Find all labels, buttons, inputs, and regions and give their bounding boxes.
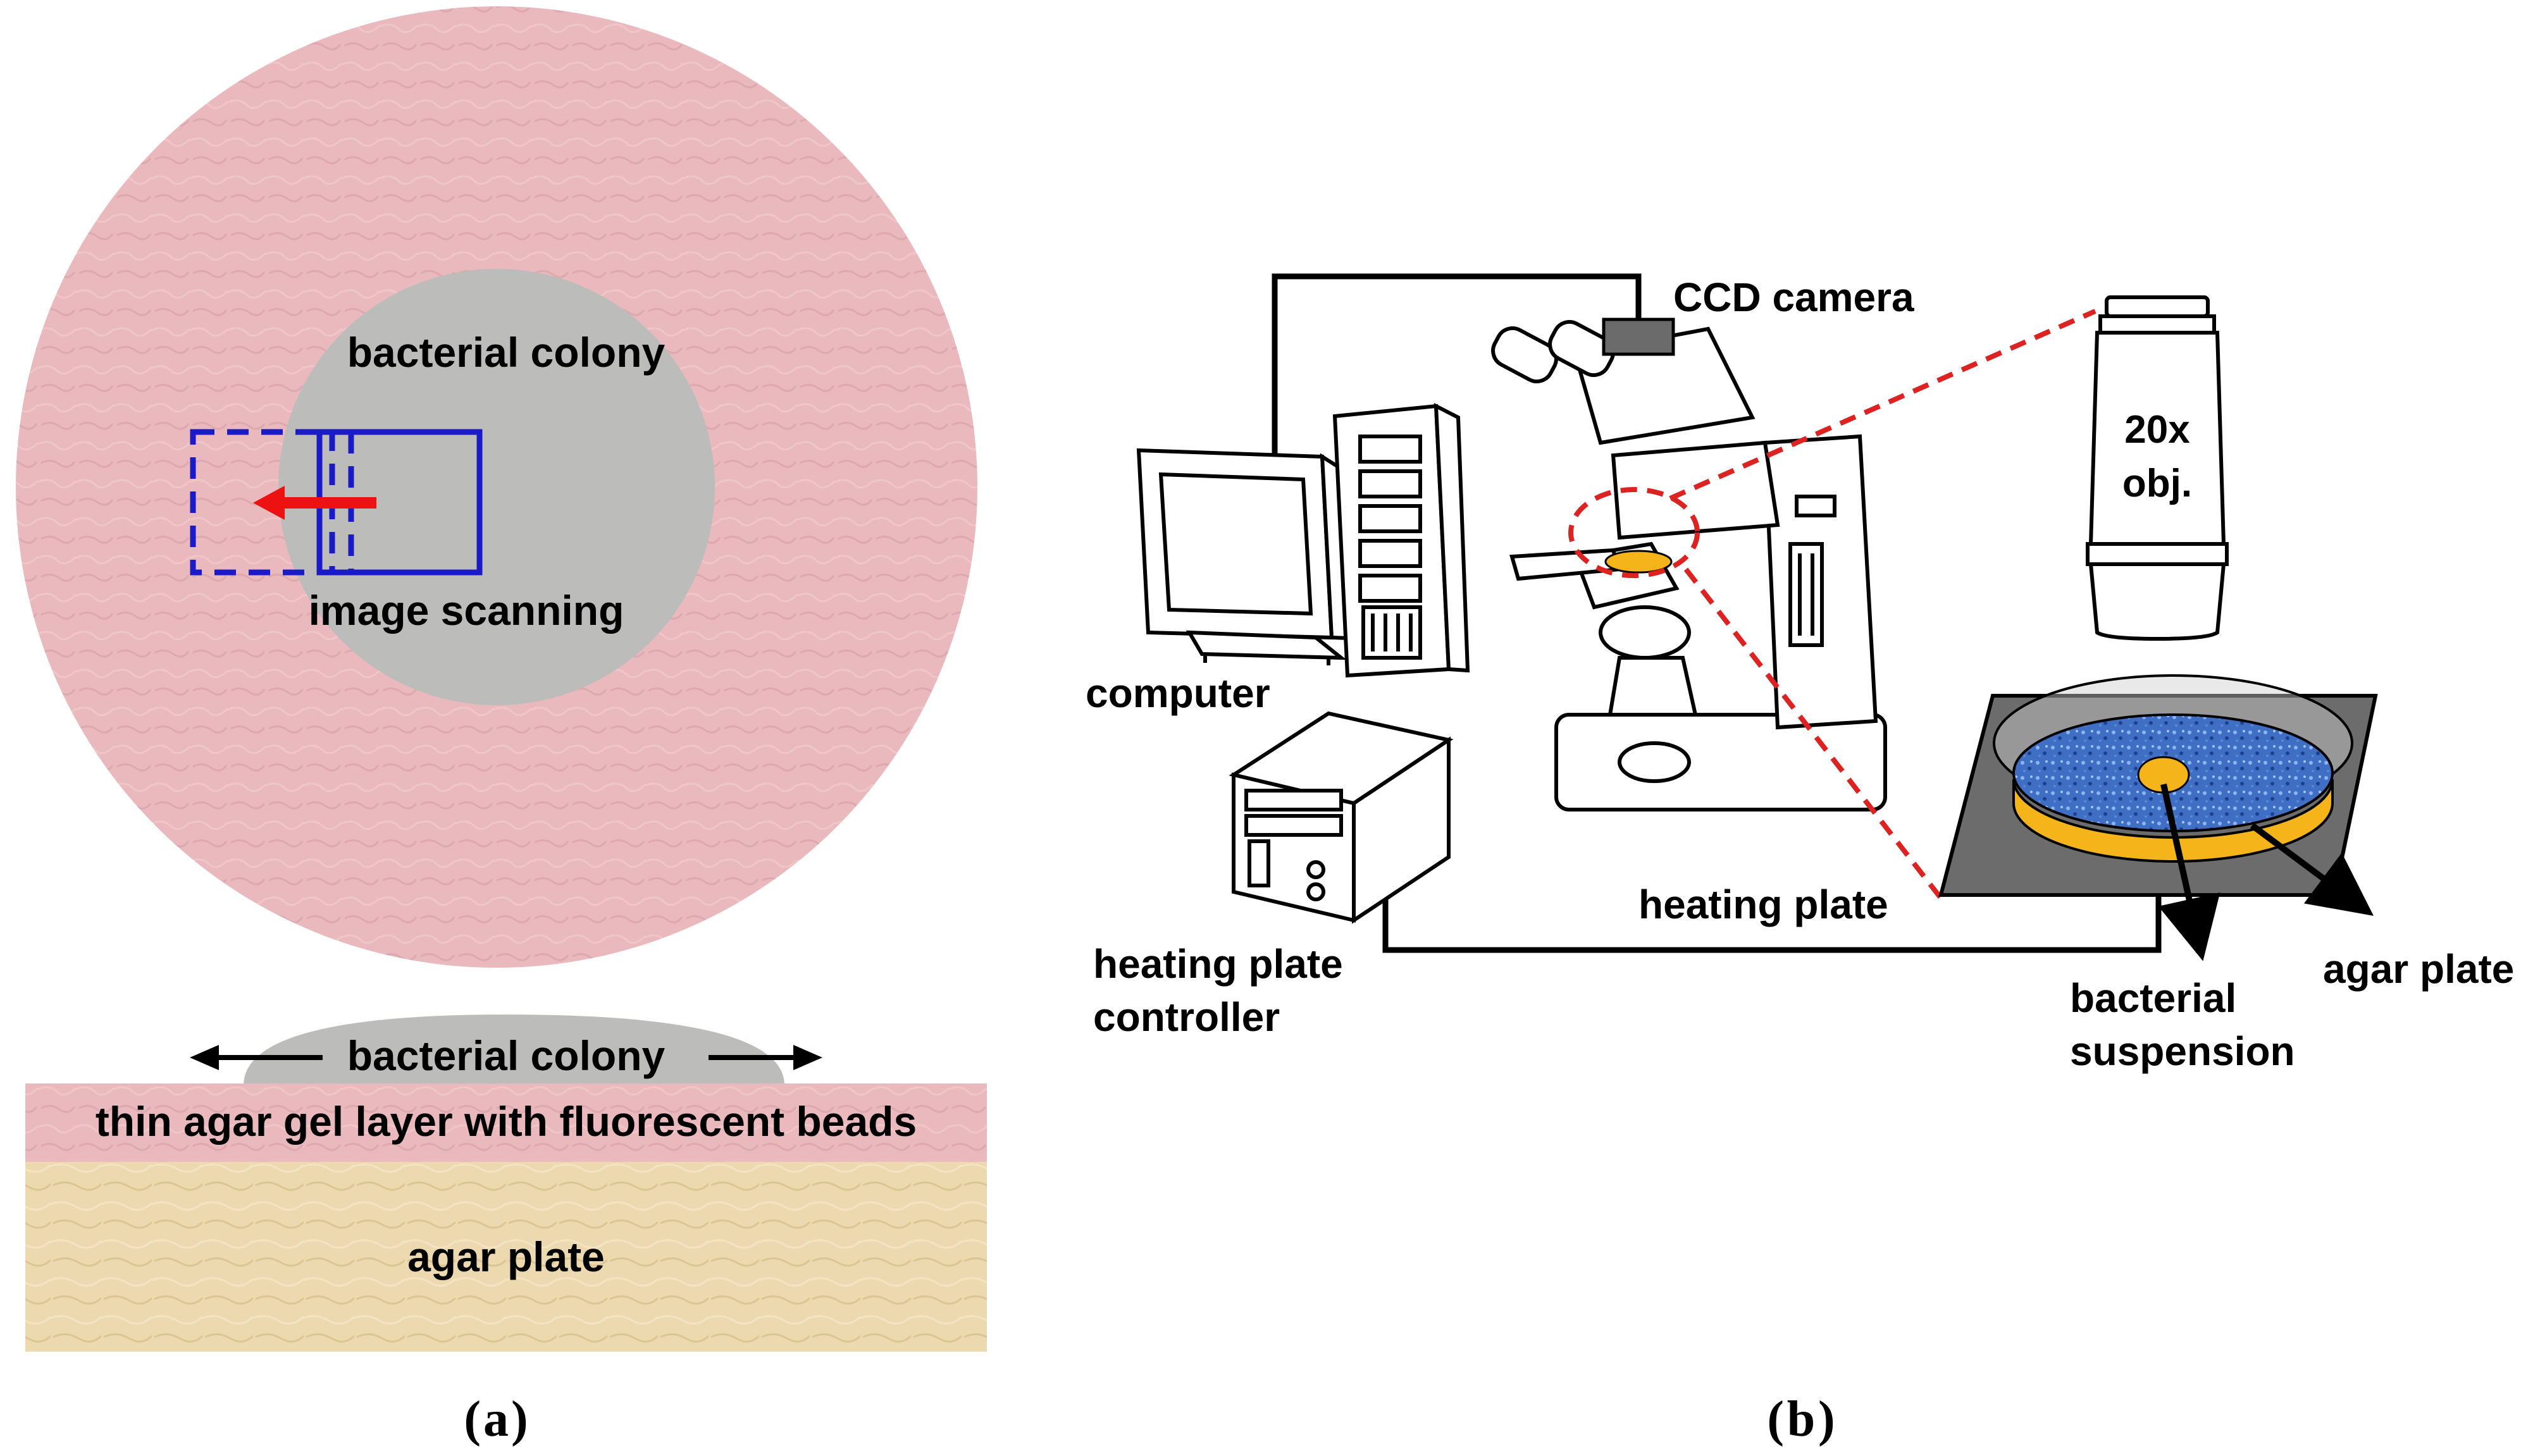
suspension-label-line1: bacterial xyxy=(2070,975,2236,1021)
microscope xyxy=(1491,319,1887,811)
computer-monitor xyxy=(1136,448,1369,665)
zoom-region-circle xyxy=(1568,487,1700,578)
agar-plate-layer xyxy=(25,1162,987,1352)
caption-a: ( a ) xyxy=(464,1391,528,1447)
agar-plate-layer-dish xyxy=(2012,779,2334,863)
panel-b: 20x obj. CCD camera computer heating pla… xyxy=(1086,273,2514,1447)
caption-a-letter: a xyxy=(483,1391,509,1447)
microscope-sample-spot xyxy=(1604,550,1673,574)
zoom-line-top xyxy=(1669,309,2096,501)
agar-plate-label-a: agar plate xyxy=(407,1233,605,1280)
caption-b-letter: b xyxy=(1787,1391,1816,1447)
bacterial-colony-topview xyxy=(278,269,715,705)
heating-plate-label: heating plate xyxy=(1638,882,1888,927)
ccd-camera-label: CCD camera xyxy=(1673,275,1914,320)
suspension-label-line2: suspension xyxy=(2070,1028,2295,1074)
caption-b-open: ( xyxy=(1767,1391,1784,1447)
agar-plate-label-b: agar plate xyxy=(2323,946,2514,992)
colony-spread-arrows xyxy=(190,1045,822,1070)
controller-label-line1: heating plate xyxy=(1093,941,1343,987)
image-scanning-label: image scanning xyxy=(309,587,624,634)
computer-label: computer xyxy=(1086,670,1270,716)
agar-pointer-arrow xyxy=(2250,822,2374,916)
objective-label-line1: 20x xyxy=(2124,408,2190,452)
computer-tower xyxy=(1332,402,1470,678)
caption-b: ( b ) xyxy=(1767,1391,1835,1447)
thin-agar-gel-layer xyxy=(25,1083,987,1162)
panel-a: bacterial colony image scanning bacteria… xyxy=(16,6,987,1447)
ccd-camera-body xyxy=(1602,318,1675,356)
zoom-line-bottom xyxy=(1683,567,1943,900)
gel-layer-label: thin agar gel layer with fluorescent bea… xyxy=(96,1098,917,1145)
colony-side-label: bacterial colony xyxy=(347,1032,666,1079)
scan-direction-arrow xyxy=(253,486,376,520)
suspension-pointer-arrow xyxy=(2158,783,2220,961)
colony-top-label: bacterial colony xyxy=(347,329,666,376)
caption-a-close: ) xyxy=(511,1391,528,1447)
objective-label-line2: obj. xyxy=(2122,462,2192,505)
caption-a-open: ( xyxy=(464,1391,481,1447)
heating-plate-controller xyxy=(1229,711,1454,924)
caption-b-close: ) xyxy=(1818,1391,1835,1447)
controller-label-line2: controller xyxy=(1093,994,1280,1040)
objective-lens xyxy=(2086,295,2229,641)
bacterial-colony-sideview xyxy=(244,1015,784,1085)
camera-computer-cable xyxy=(1272,273,1642,457)
